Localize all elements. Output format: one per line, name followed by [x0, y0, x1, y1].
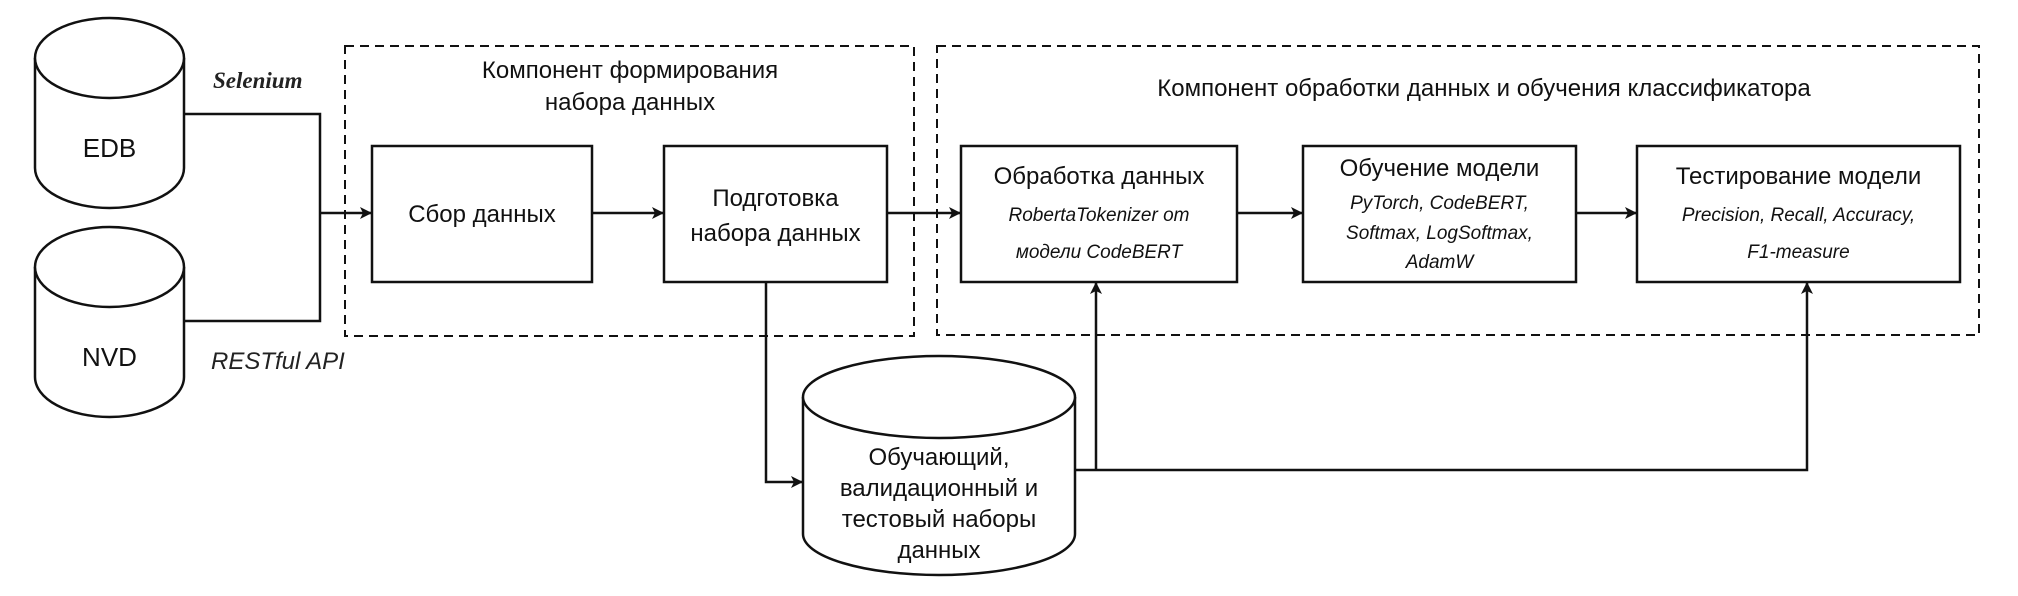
node-model-testing-title: Тестирование модели — [1676, 163, 1922, 190]
edge-prepare-to-datasets — [764, 282, 803, 488]
node-model-testing-sub-line2: F1-measure — [1747, 242, 1849, 263]
node-collect-data-label: Сбор данных — [408, 201, 556, 228]
database-edb[interactable]: EDB — [33, 16, 186, 210]
group-processing-training: Компонент обработки данных и обучения кл… — [936, 45, 1980, 336]
database-datasets[interactable]: Обучающий, валидационный и тестовый набо… — [801, 354, 1077, 577]
node-data-processing-title: Обработка данных — [994, 163, 1205, 190]
node-prepare-dataset[interactable]: Подготовка набора данных — [662, 144, 889, 284]
node-model-training-sub-line2: Softmax, LogSoftmax, — [1346, 223, 1533, 244]
group-dataset-formation-title-line1: Компонент формирования — [482, 57, 778, 84]
database-nvd-label: NVD — [82, 342, 137, 372]
group-processing-training-title: Компонент обработки данных и обучения кл… — [1157, 75, 1811, 102]
edge-datasets-to-testing — [1075, 282, 1813, 472]
node-model-testing[interactable]: Тестирование модели Precision, Recall, A… — [1635, 144, 1962, 284]
group-processing-training-border — [936, 45, 1980, 336]
group-dataset-formation-title-line2: набора данных — [545, 89, 715, 116]
node-collect-data[interactable]: Сбор данных — [370, 144, 594, 284]
database-edb-label: EDB — [83, 133, 136, 163]
edge-edb-to-merge — [184, 112, 322, 323]
database-datasets-line3: тестовый наборы — [842, 506, 1037, 533]
group-dataset-formation: Компонент формирования набора данных — [344, 45, 915, 337]
node-data-processing-sub-line1: RobertaTokenizer от — [1009, 205, 1190, 226]
node-data-processing-sub-line2: модели CodeBERT — [1016, 242, 1184, 263]
group-dataset-formation-border — [344, 45, 915, 337]
node-prepare-dataset-line2: набора данных — [690, 220, 860, 247]
node-prepare-dataset-line1: Подготовка — [712, 185, 839, 212]
node-model-training-title: Обучение модели — [1340, 155, 1540, 182]
database-datasets-line2: валидационный и — [840, 475, 1038, 502]
edge-label-selenium: Selenium — [213, 68, 302, 93]
node-model-training-sub-line3: AdamW — [1405, 252, 1476, 273]
database-datasets-line1: Обучающий, — [869, 444, 1010, 471]
node-model-testing-sub-line1: Precision, Recall, Accuracy, — [1682, 205, 1915, 226]
database-nvd[interactable]: NVD — [33, 225, 186, 419]
node-model-training[interactable]: Обучение модели PyTorch, CodeBERT, Softm… — [1301, 144, 1578, 284]
node-data-processing[interactable]: Обработка данных RobertaTokenizer от мод… — [959, 144, 1239, 284]
node-model-training-sub-line1: PyTorch, CodeBERT, — [1350, 193, 1529, 214]
edge-label-restful-api: RESTful API — [211, 348, 345, 375]
database-datasets-line4: данных — [897, 537, 980, 564]
